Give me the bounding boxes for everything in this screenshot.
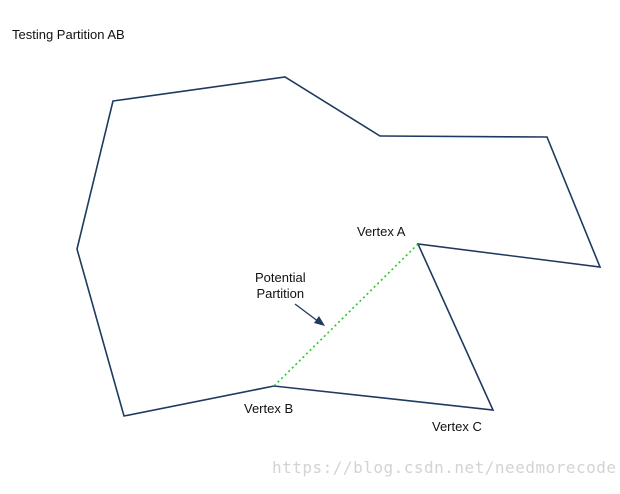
- potential-partition-line2: Partition: [256, 286, 305, 301]
- watermark: https://blog.csdn.net/needmorecode: [272, 458, 617, 477]
- vertex-a-label: Vertex A: [357, 224, 406, 239]
- diagram-title: Testing Partition AB: [12, 27, 125, 42]
- partition-line: [273, 243, 419, 387]
- vertex-c-label: Vertex C: [432, 419, 482, 434]
- potential-partition-line1: Potential: [255, 270, 306, 285]
- vertex-b-label: Vertex B: [244, 401, 294, 416]
- polygon-outline: [76, 76, 602, 417]
- potential-partition-label: Potential Partition: [255, 270, 306, 302]
- arrow-icon: [294, 303, 325, 326]
